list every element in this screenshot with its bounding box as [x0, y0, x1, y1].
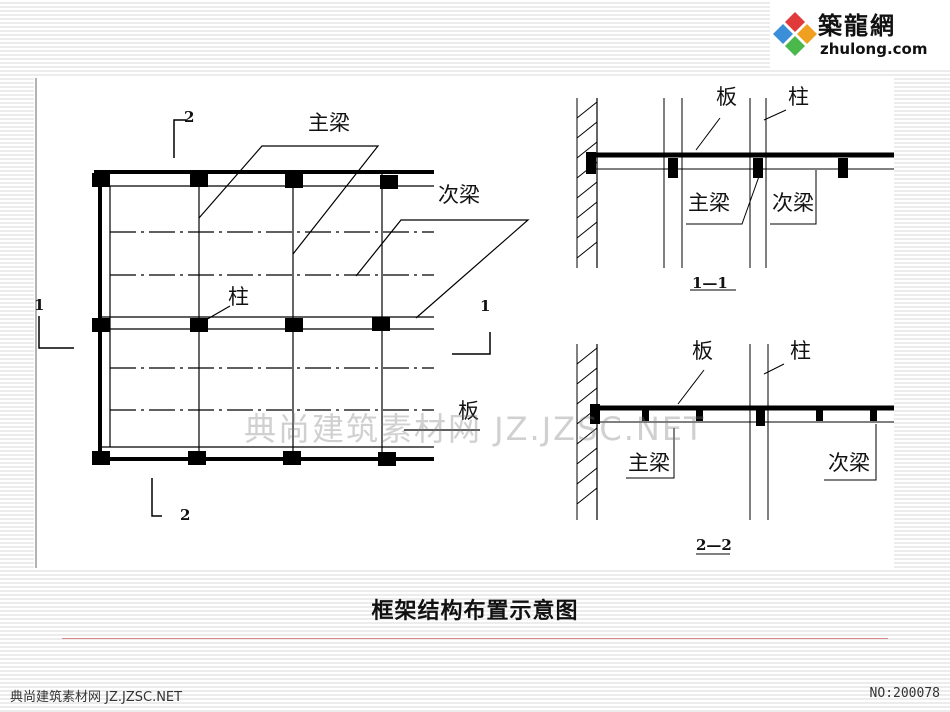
diagram-caption: 框架结构布置示意图	[371, 598, 579, 624]
section-1-1-label-main-beam: 主梁	[688, 191, 730, 215]
plan-label-main-beam: 主梁	[308, 111, 350, 135]
plan-view: 2 2 1 1 主梁 次梁 柱 板	[34, 108, 530, 524]
zhulong-logo: 築龍網 zhulong.com	[770, 0, 950, 68]
section-2-2: 板 柱 主梁 次梁 2—2	[576, 339, 894, 555]
logo-icon	[773, 12, 817, 56]
section-1-1-label-column: 柱	[788, 85, 809, 109]
plan-axis-2-top: 2	[184, 108, 194, 126]
drawing-panel: 2 2 1 1 主梁 次梁 柱 板	[34, 78, 894, 568]
section-1-1-title: 1—1	[692, 274, 728, 292]
section-2-2-label-secondary-beam: 次梁	[828, 451, 870, 475]
section-2-2-label-slab: 板	[692, 339, 713, 363]
section-2-2-label-column: 柱	[790, 339, 811, 363]
plan-axis-2-bottom: 2	[180, 506, 190, 524]
structure-drawing: 2 2 1 1 主梁 次梁 柱 板	[34, 78, 894, 568]
footer-number: NO:200078	[869, 686, 940, 701]
plan-label-slab: 板	[458, 399, 479, 423]
section-1-1: 板 柱 主梁 次梁 1—1	[576, 85, 894, 292]
plan-axis-1-right: 1	[480, 297, 490, 315]
section-1-1-label-slab: 板	[716, 85, 737, 109]
plan-axis-1-left: 1	[34, 296, 44, 314]
logo-name: 築龍網	[818, 11, 896, 40]
plan-label-secondary-beam: 次梁	[438, 183, 480, 207]
divider-line	[62, 638, 888, 639]
section-1-1-label-secondary-beam: 次梁	[772, 191, 814, 215]
footer-site: 典尚建筑素材网 JZ.JZSC.NET	[10, 690, 183, 705]
section-2-2-title: 2—2	[696, 536, 732, 554]
watermark: 典尚建筑素材网 JZ.JZSC.NET	[244, 410, 706, 448]
plan-label-column: 柱	[228, 285, 249, 309]
logo-url: zhulong.com	[820, 40, 928, 58]
section-2-2-label-main-beam: 主梁	[628, 451, 670, 475]
